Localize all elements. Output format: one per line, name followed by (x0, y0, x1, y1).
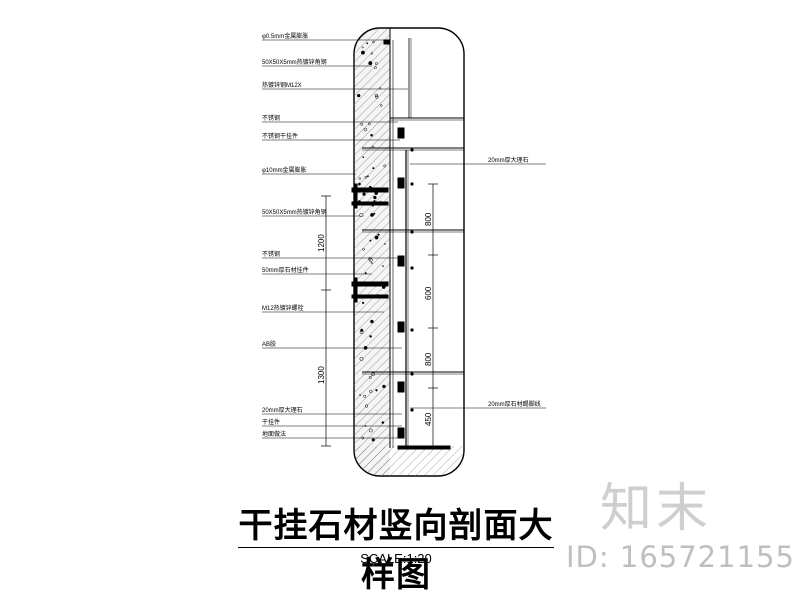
aggregate-dot (374, 93, 379, 98)
aggregate-dot (382, 265, 384, 268)
callout-label: 20mm厚大理石 (488, 156, 529, 164)
title-underline (238, 547, 554, 548)
aggregate-dot (356, 93, 361, 98)
aggregate-dot (370, 262, 373, 265)
aggregate-dot (361, 46, 364, 49)
aggregate-dot (370, 213, 374, 217)
aggregate-dot (359, 356, 364, 361)
aggregate-dot (377, 233, 380, 236)
aggregate-dot (364, 404, 369, 408)
callout-label: φ10mm金属膨胀 (262, 166, 307, 174)
aggregate-dot (374, 62, 378, 65)
right-callouts: 20mm厚大理石 20mm厚石材踢脚线 (410, 156, 546, 409)
callout-label: 不锈钢干挂件 (262, 132, 298, 140)
aggregate-dot (383, 164, 387, 168)
aggregate-dot (381, 421, 385, 424)
aggregate-dot (369, 335, 372, 338)
callout-label: M12热镀锌螺栓 (262, 304, 304, 312)
aggregate-dot (370, 133, 373, 137)
dimension-right (428, 183, 438, 447)
aggregate-dot (366, 42, 369, 45)
aggregate-dot (359, 394, 362, 396)
aggregate-dot (366, 175, 369, 178)
aggregate-dot (358, 177, 361, 180)
aggregate-dot (369, 389, 373, 393)
aggregate-dot (370, 319, 374, 324)
callout-label: 20mm厚石材踢脚线 (488, 400, 541, 408)
callout-label: φ0.5mm金属膨胀 (262, 32, 308, 40)
callout-label: 不锈钢 (262, 114, 280, 122)
callout-label: 20mm厚大理石 (262, 406, 303, 414)
stone-clips (410, 148, 414, 412)
callout-label: 50X50X5mm热镀锌角钢 (262, 58, 327, 66)
aggregate-dot (364, 176, 367, 179)
aggregate-dot (362, 192, 366, 196)
aggregate-dot (362, 248, 365, 251)
steel-brackets (351, 39, 451, 450)
callout-label: AB胶 (262, 340, 276, 348)
dimension-label: 1200 (317, 234, 326, 252)
aggregate-dot (383, 243, 386, 245)
aggregate-dot (372, 167, 375, 170)
aggregate-dot (368, 257, 372, 261)
aggregate-dot (363, 394, 367, 398)
aggregate-dot (374, 66, 377, 69)
aggregate-dot (373, 212, 376, 215)
aggregate-dot (362, 301, 365, 305)
aggregate-dot (371, 438, 375, 442)
dimension-label: 600 (424, 286, 433, 300)
aggregate-dot (368, 376, 372, 379)
callout-label: 50X50X5mm热镀锌角钢 (262, 208, 327, 216)
aggregate-dot (360, 122, 364, 126)
callout-label: 50mm厚石材挂件 (262, 266, 309, 274)
aggregate-dot (375, 95, 379, 99)
aggregate-dot (368, 428, 373, 433)
aggregate-dot (372, 40, 375, 44)
aggregate-dot (373, 195, 377, 200)
aggregate-dot (360, 50, 365, 55)
aggregate-dot (358, 182, 361, 186)
aggregate-dot (375, 389, 378, 392)
aggregate-dot (363, 127, 368, 132)
dimension-label: 800 (424, 352, 433, 366)
callout-label: 热镀锌钢M12X (262, 81, 302, 89)
drawing-title: 干挂石材竖向剖面大样图 (238, 506, 554, 595)
aggregate-dot (374, 235, 379, 240)
aggregate-dot (370, 52, 374, 55)
callout-label: 地面做法 (262, 430, 286, 438)
callout-label: 不锈钢 (262, 250, 280, 258)
dimension-label: 1300 (317, 366, 326, 384)
aggregate-dot (379, 104, 383, 107)
concrete-wall (354, 28, 464, 476)
dimension-label: 800 (424, 212, 433, 226)
left-callouts: φ0.5mm金属膨胀50X50X5mm热镀锌角钢热镀锌钢M12X不锈钢不锈钢干挂… (262, 32, 408, 439)
aggregate-dot (360, 328, 364, 332)
dimension-label: 450 (424, 412, 433, 426)
aggregate-dot (368, 122, 371, 126)
aggregate-dot (359, 213, 364, 218)
watermark-logo: 知末 (600, 479, 713, 539)
aggregate-dot (368, 61, 373, 66)
aggregate-dot (382, 384, 386, 389)
concrete-aggregate (356, 40, 387, 442)
aggregate-dot (369, 239, 372, 242)
drawing-scale: SCALE:1:20 (360, 551, 432, 566)
watermark-id: ID: 165721155 (566, 540, 795, 574)
callout-label: 干挂件 (262, 418, 280, 426)
aggregate-dot (362, 156, 365, 159)
dimension-left (321, 195, 331, 447)
aggregate-dot (371, 372, 375, 377)
